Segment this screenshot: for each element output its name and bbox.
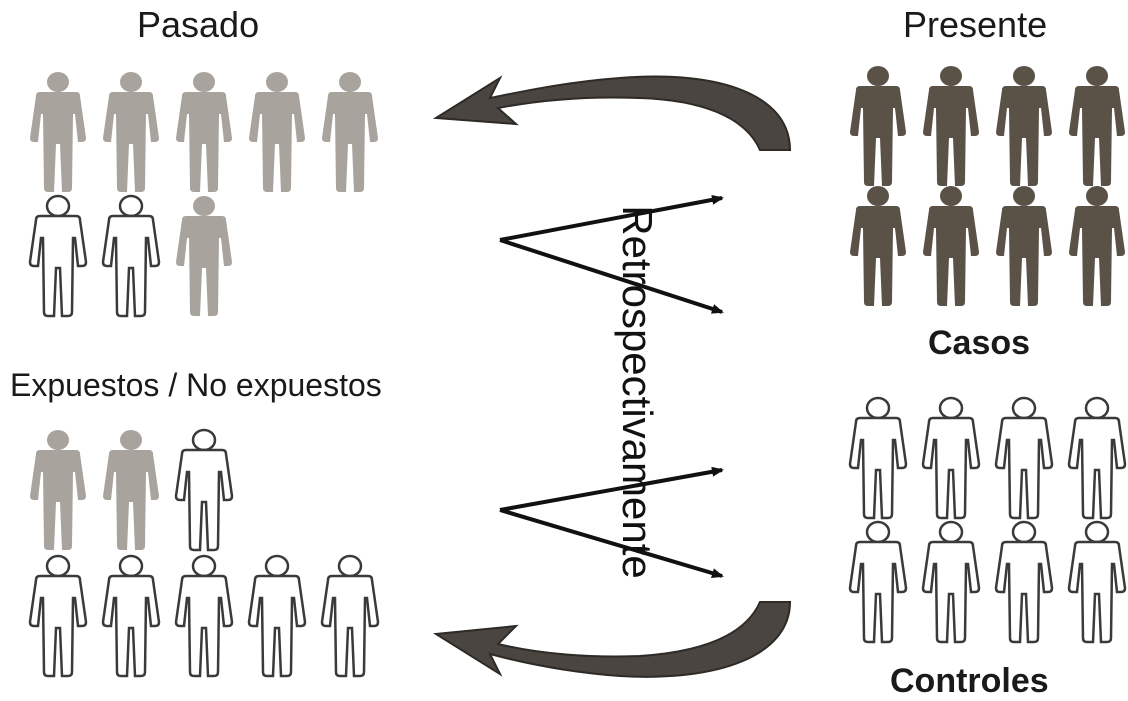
curved-arrow-bottom <box>432 601 792 678</box>
person-icon-exposed <box>30 430 86 550</box>
arrow-line <box>499 194 724 242</box>
person-icon-case <box>1069 66 1125 186</box>
person-icon-exposed <box>322 72 378 192</box>
person-icon-unexposed <box>101 554 161 678</box>
label-exposed-unexposed: Expuestos / No expuestos <box>10 367 382 403</box>
retrospective-label: Retrospectivamente <box>614 205 661 579</box>
person-icon-control <box>994 520 1054 644</box>
person-icon-exposed <box>249 72 305 192</box>
person-icon-case <box>923 66 979 186</box>
person-icon-exposed <box>103 72 159 192</box>
person-icon-case <box>996 186 1052 306</box>
person-icon-control <box>921 520 981 644</box>
person-icon-exposed <box>30 72 86 192</box>
person-icon-control <box>848 396 908 520</box>
person-icon-unexposed <box>247 554 307 678</box>
person-icon-case <box>996 66 1052 186</box>
label-controls: Controles <box>890 662 1049 700</box>
person-icon-unexposed <box>174 554 234 678</box>
person-icon-unexposed <box>320 554 380 678</box>
person-icon-unexposed <box>28 194 88 318</box>
person-icon-control <box>994 396 1054 520</box>
person-icon-exposed <box>176 72 232 192</box>
person-icon-exposed <box>176 196 232 316</box>
person-icon-control <box>921 396 981 520</box>
person-icon-control <box>1067 520 1127 644</box>
title-present: Presente <box>903 4 1048 45</box>
person-icon-unexposed <box>174 428 234 552</box>
arrow-line <box>499 508 724 578</box>
label-cases: Casos <box>928 324 1031 362</box>
person-icon-unexposed <box>28 554 88 678</box>
title-past: Pasado <box>137 4 260 45</box>
person-icon-control <box>1067 396 1127 520</box>
person-icon-case <box>850 186 906 306</box>
person-icon-exposed <box>103 430 159 550</box>
person-icon-case <box>1069 186 1125 306</box>
person-icon-control <box>848 520 908 644</box>
person-icon-case <box>923 186 979 306</box>
person-icon-unexposed <box>101 194 161 318</box>
arrow-line <box>499 466 724 512</box>
arrow-line <box>499 238 724 314</box>
person-icon-case <box>850 66 906 186</box>
curved-arrow-top <box>432 75 792 151</box>
